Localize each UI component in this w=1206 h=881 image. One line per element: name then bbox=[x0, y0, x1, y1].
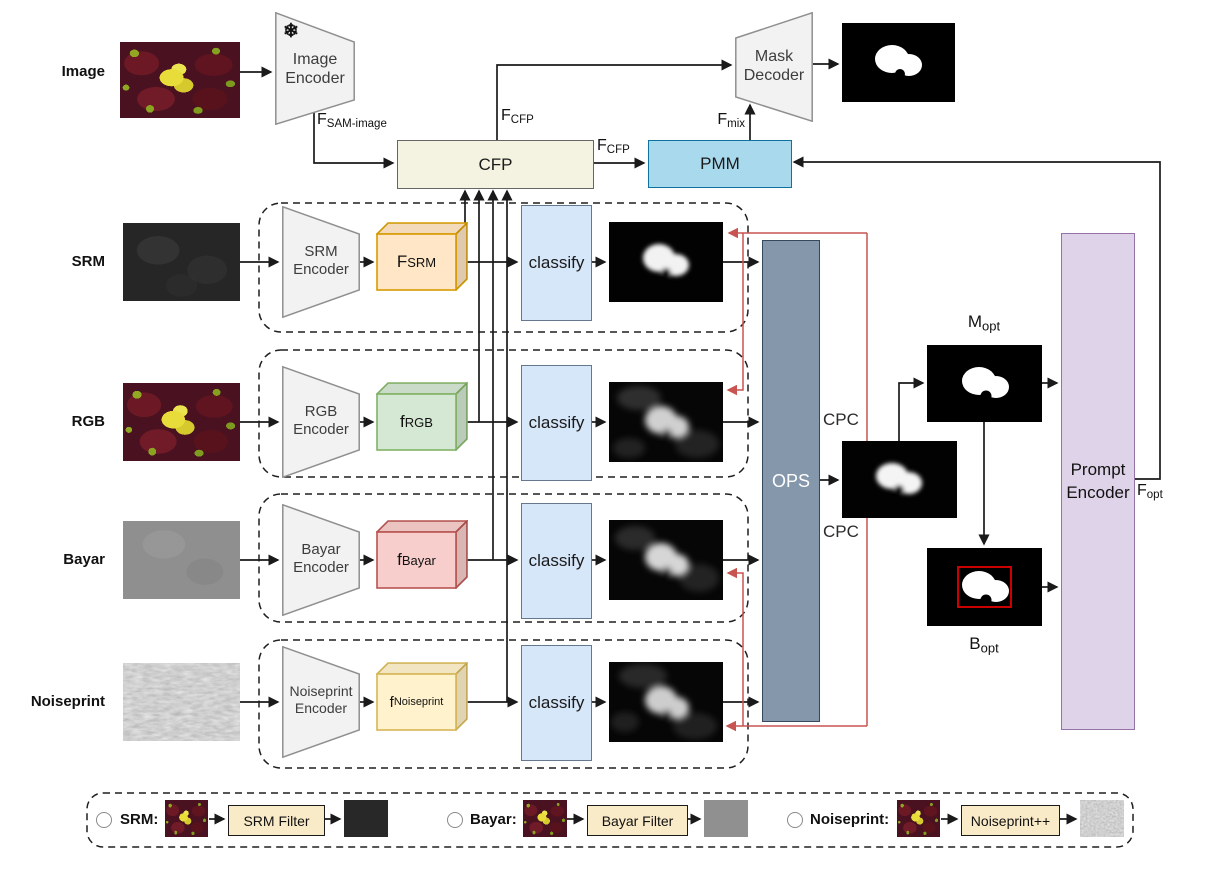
rgb-classify-box: classify bbox=[521, 365, 592, 481]
input-image-photo bbox=[120, 42, 240, 118]
cpc-top-label: CPC bbox=[823, 410, 859, 429]
ops-module: OPS bbox=[762, 240, 820, 722]
rgb-row-label: RGB bbox=[71, 413, 105, 430]
final-mask-output bbox=[842, 23, 955, 107]
f-cfp-mid-label: FCFP bbox=[597, 137, 630, 156]
legend-bullet-bayar bbox=[447, 812, 463, 828]
pmm-label: PMM bbox=[700, 154, 740, 173]
legend-label-noiseprint: Noiseprint: bbox=[810, 811, 890, 828]
cfp-module: CFP bbox=[397, 140, 594, 189]
noiseprint-input-image bbox=[123, 663, 240, 741]
pmm-module: PMM bbox=[648, 140, 792, 188]
cpc-bottom-label: CPC bbox=[823, 522, 859, 541]
black-wires bbox=[209, 58, 1161, 825]
legend-bullet-noiseprint bbox=[787, 812, 803, 828]
legend-srm-input-thumb bbox=[165, 800, 208, 837]
legend-bayar-input-thumb bbox=[523, 800, 567, 837]
f-sam-image-label: FSAM-image bbox=[317, 111, 387, 130]
ops-output-mask bbox=[842, 441, 957, 523]
srm-input-image bbox=[123, 223, 240, 301]
legend-srm-output-thumb bbox=[344, 800, 388, 837]
ops-label: OPS bbox=[771, 470, 810, 491]
legend-bayar-output-thumb bbox=[704, 800, 748, 837]
f-cfp-upper-label: FCFP bbox=[501, 107, 534, 126]
snowflake-icon: ❄ bbox=[283, 21, 299, 42]
srm-pred-mask bbox=[609, 222, 723, 307]
f-opt-label: Fopt bbox=[1137, 482, 1163, 501]
legend-noiseprint-filter-box: Noiseprint++ bbox=[961, 805, 1060, 836]
m-opt-mask bbox=[927, 345, 1042, 427]
noiseprint-pred-mask bbox=[609, 662, 723, 747]
bayar-classify-box: classify bbox=[521, 503, 592, 619]
bayar-row-label: Bayar bbox=[63, 551, 105, 568]
f-mix-label: Fmix bbox=[717, 111, 745, 130]
srm-classify-box: classify bbox=[521, 205, 592, 321]
legend-bullet-srm bbox=[96, 812, 112, 828]
legend-srm-filter-box: SRM Filter bbox=[228, 805, 325, 836]
b-opt-label: Bopt bbox=[969, 634, 999, 656]
legend-noiseprint-input-thumb bbox=[897, 800, 940, 837]
srm-row-label: SRM bbox=[71, 253, 105, 270]
image-row-label: Image bbox=[61, 63, 105, 80]
noiseprint-row-label: Noiseprint bbox=[30, 693, 105, 710]
bayar-pred-mask bbox=[609, 520, 723, 605]
m-opt-label: Mopt bbox=[967, 312, 1001, 334]
rgb-pred-mask bbox=[609, 382, 723, 467]
legend-container bbox=[86, 792, 1134, 848]
b-opt-mask bbox=[927, 548, 1042, 631]
cfp-label: CFP bbox=[478, 154, 513, 174]
legend-noiseprint-output-thumb bbox=[1080, 800, 1124, 837]
legend-label-bayar: Bayar: bbox=[470, 811, 517, 828]
rgb-input-image bbox=[123, 383, 240, 461]
legend-bayar-filter-box: Bayar Filter bbox=[587, 805, 688, 836]
dashed-branch-containers bbox=[86, 202, 1134, 848]
bounding-box bbox=[957, 566, 1012, 608]
noiseprint-classify-box: classify bbox=[521, 645, 592, 761]
legend-label-srm: SRM: bbox=[120, 811, 159, 828]
bayar-input-image bbox=[123, 521, 240, 599]
